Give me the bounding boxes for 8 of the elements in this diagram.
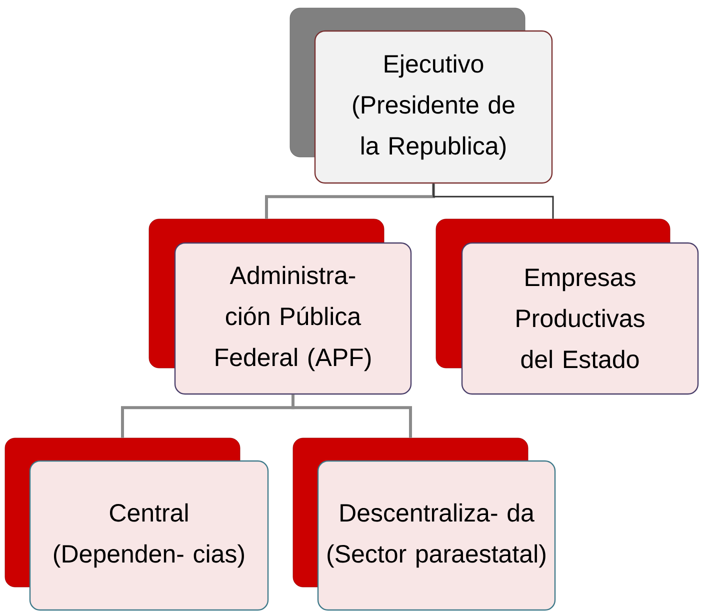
- stacked-box: Empresas Productivas del Estado: [436, 218, 699, 395]
- stacked-box: Central (Dependen- cias): [4, 438, 269, 611]
- connector: [265, 184, 435, 219]
- connector: [432, 184, 554, 219]
- stacked-box: Administra- ción Pública Federal (APF): [148, 218, 412, 395]
- stacked-box: Descentraliza- da (Sector paraestatal): [292, 438, 556, 611]
- stacked-box: Ejecutivo (Presidente de la Republica): [290, 8, 553, 184]
- connector: [292, 394, 412, 438]
